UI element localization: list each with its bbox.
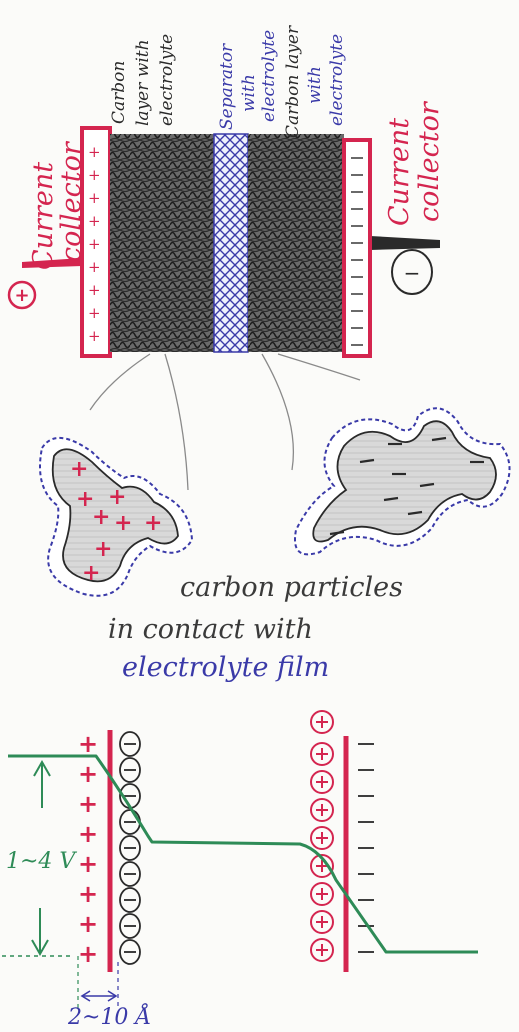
- minus-ion-circle-icon: [120, 940, 140, 964]
- svg-text:+: +: [88, 327, 101, 345]
- svg-text:+: +: [14, 285, 29, 306]
- svg-text:+: +: [78, 910, 98, 938]
- plus-sign-icon: +: [82, 560, 100, 586]
- potential-profile: 1~4 V +++ +++ ++: [2, 711, 478, 1030]
- minus-ion-circle-icon: [120, 888, 140, 912]
- svg-text:+: +: [78, 850, 98, 878]
- voltage-label: 1~4 V: [6, 849, 77, 874]
- label-current-collector-right-1: Current: [384, 118, 415, 226]
- svg-text:+: +: [88, 258, 101, 276]
- label-current-collector-left-2: collector: [56, 140, 87, 262]
- plus-ion-circle-icon: [311, 827, 333, 849]
- carbon-layer-right: [248, 134, 344, 352]
- svg-text:+: +: [78, 760, 98, 788]
- minus-ion-column: [120, 732, 140, 964]
- svg-text:+: +: [88, 304, 101, 322]
- plus-sign-icon: +: [92, 504, 110, 530]
- carbon-layer-left: [110, 134, 214, 352]
- label-current-collector-right-2: collector: [414, 100, 445, 222]
- double-arrow-icon: [82, 991, 116, 1001]
- svg-text:+: +: [78, 940, 98, 968]
- svg-text:+: +: [88, 281, 101, 299]
- plus-ion-circle-icon: [311, 711, 333, 733]
- minus-ion-circle-icon: [120, 758, 140, 782]
- svg-text:+: +: [88, 235, 101, 253]
- svg-text:+: +: [88, 212, 101, 230]
- label-carbon-layer-left-1: Carbon: [109, 61, 129, 124]
- plus-ion-circle-icon: [311, 743, 333, 765]
- label-separator-1: Separator: [217, 43, 237, 130]
- label-carbon-layer-left-3: electrolyte: [157, 34, 177, 126]
- separator: [214, 134, 248, 352]
- electrode-left-charges: +++ +++ ++: [78, 730, 98, 968]
- minus-ion-circle-icon: [120, 914, 140, 938]
- label-carbon-layer-right-2: with: [305, 66, 325, 104]
- label-carbon-layer-right-1: Carbon layer: [283, 25, 303, 138]
- caption-line-2: in contact with: [108, 614, 313, 645]
- minus-ion-circle-icon: [120, 836, 140, 860]
- minus-ion-circle-icon: [120, 862, 140, 886]
- distance-label: 2~10 Å: [67, 1002, 151, 1030]
- leader-lines: [90, 354, 360, 490]
- label-separator-2: with: [239, 74, 259, 112]
- plus-ion-circle-icon: [311, 911, 333, 933]
- plus-sign-icon: +: [70, 456, 88, 482]
- label-separator-3: electrolyte: [259, 30, 279, 122]
- collector-left-charges: + + + + + + + + +: [88, 143, 101, 345]
- terminal-minus-icon: −: [392, 250, 432, 294]
- carbon-particle-negative: [295, 408, 510, 554]
- plus-ion-circle-icon: [311, 883, 333, 905]
- plus-ion-circle-icon: [311, 799, 333, 821]
- minus-ion-circle-icon: [120, 810, 140, 834]
- arrow-down-icon: [32, 908, 48, 954]
- current-collector-right: [344, 140, 370, 356]
- svg-text:+: +: [78, 790, 98, 818]
- plus-ion-circle-icon: [311, 771, 333, 793]
- plus-sign-icon: +: [94, 536, 112, 562]
- svg-text:−: −: [404, 261, 421, 285]
- label-current-collector-left-1: Current: [28, 162, 59, 270]
- svg-text:+: +: [88, 143, 101, 161]
- carbon-particle-positive: + + + + + + + +: [40, 438, 192, 596]
- plus-ion-column: [311, 711, 333, 961]
- terminal-plus-icon: +: [9, 282, 35, 308]
- caption-line-3: electrolyte film: [122, 652, 329, 683]
- label-carbon-layer-left-2: layer with: [133, 39, 153, 126]
- svg-text:+: +: [88, 189, 101, 207]
- plus-ion-circle-icon: [311, 939, 333, 961]
- cell-cross-section: + + + + + + + + + + − Current: [9, 25, 445, 356]
- arrow-up-icon: [34, 762, 50, 808]
- terminal-lead-right: [370, 236, 440, 250]
- svg-text:+: +: [78, 880, 98, 908]
- plus-sign-icon: +: [108, 484, 126, 510]
- plus-sign-icon: +: [144, 510, 162, 536]
- minus-ion-circle-icon: [120, 732, 140, 756]
- svg-text:+: +: [78, 820, 98, 848]
- svg-text:+: +: [88, 166, 101, 184]
- svg-text:+: +: [78, 730, 98, 758]
- label-carbon-layer-right-3: electrolyte: [327, 34, 347, 126]
- plus-sign-icon: +: [114, 510, 132, 536]
- caption-line-1: carbon particles: [180, 572, 403, 603]
